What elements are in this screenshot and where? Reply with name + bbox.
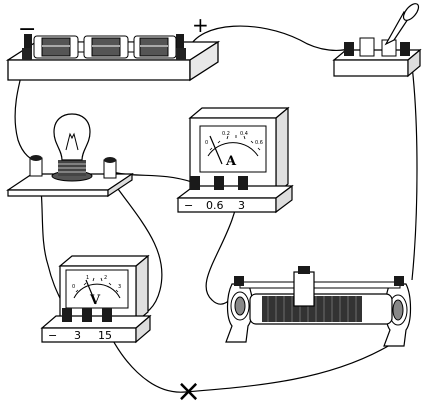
voltmeter-scale-0: 0 [72, 284, 75, 290]
voltmeter-terminal-15: 15 [98, 329, 112, 342]
ammeter-scale-3: 0.6 [255, 140, 263, 146]
voltmeter-terminal-neg: − [48, 329, 57, 342]
voltmeter-scale-2: 2 [104, 275, 107, 281]
voltmeter-unit-label: V [89, 293, 101, 308]
ammeter-scale-2: 0.4 [240, 131, 248, 137]
battery-pack: − + [5, 13, 221, 82]
ammeter-unit-label: A [225, 154, 237, 169]
ammeter-terminal-neg: − [184, 199, 193, 212]
voltmeter-terminal-3: 3 [74, 329, 81, 342]
battery-positive-label: + [192, 13, 209, 37]
ammeter-scale-0: 0 [205, 140, 208, 146]
ammeter-terminal-06: 0.6 [206, 199, 224, 212]
light-bulb [6, 113, 134, 198]
wire-switch-to-rheostat [409, 49, 418, 281]
knife-switch [332, 3, 422, 78]
ammeter-scale-1: 0.2 [222, 131, 230, 137]
ammeter-terminal-3: 3 [238, 199, 245, 212]
ammeter: 0 0.2 0.4 0.6 A − 0.6 3 [176, 106, 294, 214]
wire-voltmeter-to-rheostat [103, 321, 400, 393]
battery-negative-label: − [18, 17, 36, 42]
voltmeter-scale-3: 3 [118, 284, 121, 290]
wire-fault-mark: × [176, 374, 201, 409]
sliding-rheostat [225, 266, 412, 347]
voltmeter: 0 1 2 3 V − 3 15 [40, 254, 152, 344]
wire-battery-to-switch [187, 25, 353, 51]
voltmeter-scale-1: 1 [86, 275, 89, 281]
